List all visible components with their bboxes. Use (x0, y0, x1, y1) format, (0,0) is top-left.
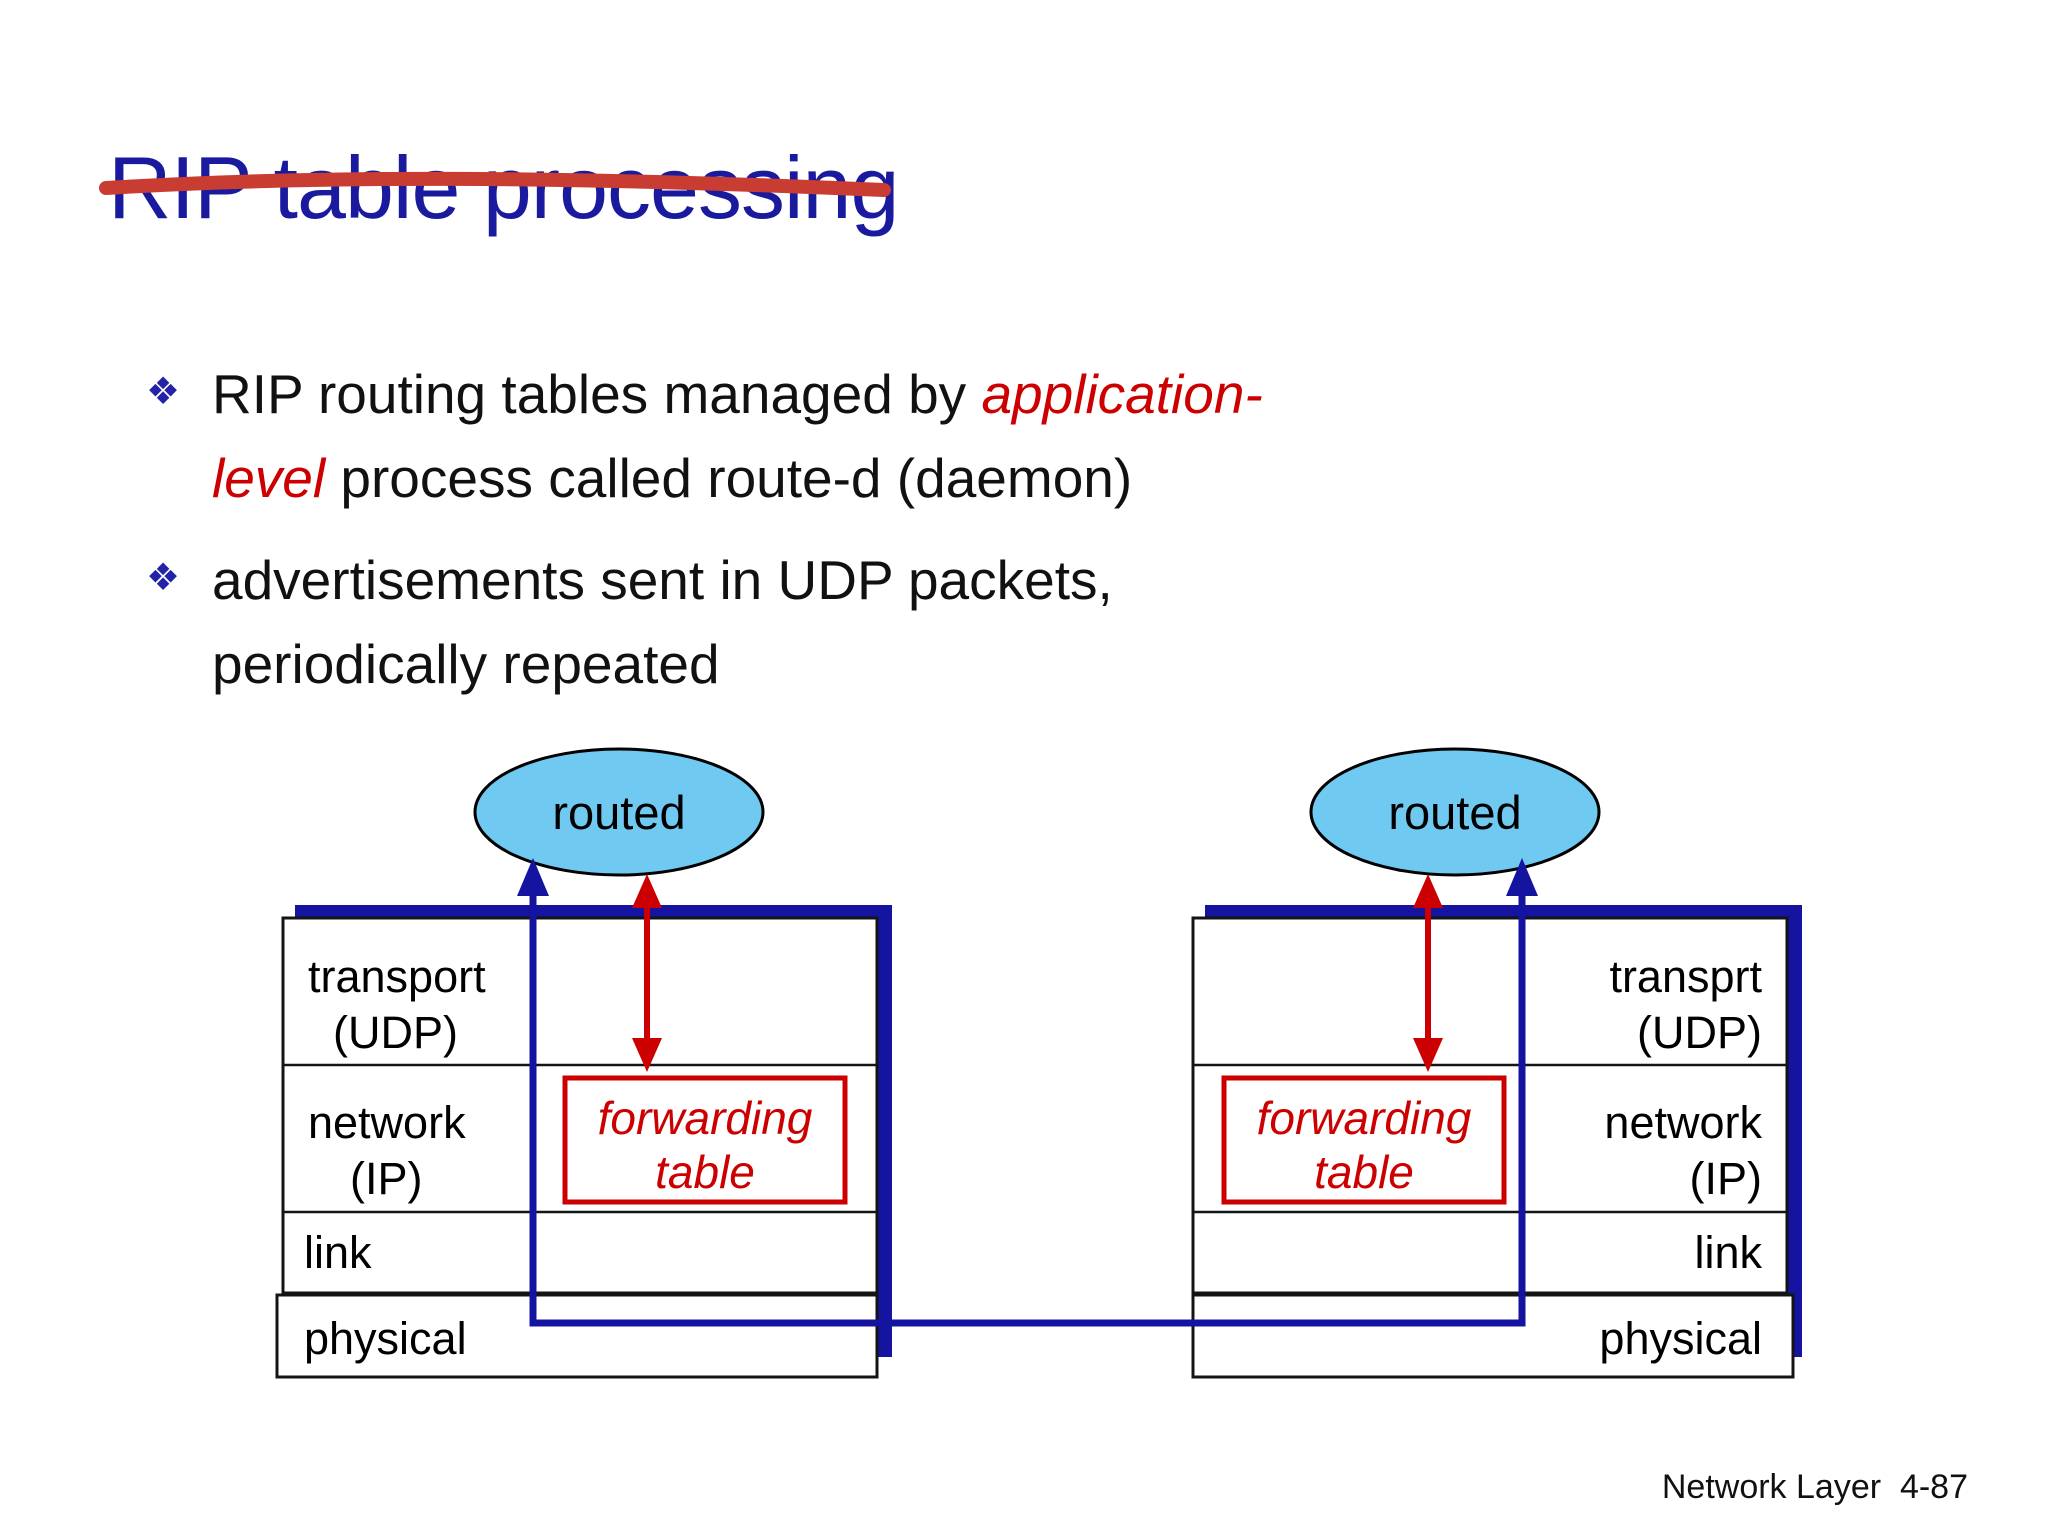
diamond-bullet-icon: ❖ (146, 557, 181, 599)
right-layer-ip-label: (IP) (1690, 1153, 1763, 1204)
bullet-2-line-1: advertisements sent in UDP packets, (212, 549, 1113, 611)
left-layer-physical-label: physical (304, 1313, 467, 1364)
left-forwarding-table-box (562, 1075, 848, 1205)
left-routed-label: routed (552, 786, 685, 839)
right-forwarding-table-label: forwarding (1257, 1092, 1472, 1144)
blue-udp-exchange-path (529, 874, 1526, 1327)
bullet-2-line-2: periodically repeated (212, 633, 720, 695)
up-arrowhead-icon (632, 874, 662, 908)
right-layer-physical-label: physical (1599, 1313, 1762, 1364)
right-layer-transport-label: transprt (1609, 951, 1762, 1002)
bullet-1-text: RIP routing tables managed by applicatio… (212, 352, 1263, 520)
bullet-1-segment-normal-1: RIP routing tables managed by (212, 363, 982, 425)
right-layer-link-label: link (1694, 1227, 1762, 1278)
left-layer-transport-label: transport (308, 951, 486, 1002)
right-layer-network-label: network (1604, 1097, 1762, 1148)
up-arrowhead-icon (1413, 874, 1443, 908)
left-layer-udp-label: (UDP) (333, 1007, 458, 1058)
bullet-item-2: ❖ advertisements sent in UDP packets, pe… (146, 538, 1566, 706)
down-arrowhead-icon (1413, 1038, 1443, 1072)
bullet-item-1: ❖ RIP routing tables managed by applicat… (146, 352, 1566, 520)
right-forwarding-table-label: table (1314, 1146, 1414, 1198)
left-layer-ip-label: (IP) (350, 1153, 423, 1204)
up-arrowhead-icon (1506, 858, 1538, 896)
right-layer-udp-label: (UDP) (1637, 1007, 1762, 1058)
right-routed-ellipse (1309, 747, 1601, 877)
left-physical-row (275, 1293, 879, 1379)
right-routed-label: routed (1388, 786, 1521, 839)
bullet-1-segment-normal-2: process called route-d (daemon) (325, 447, 1133, 509)
right-forwarding-table-box (1221, 1075, 1507, 1205)
bullet-1-segment-red-1: application- (981, 363, 1263, 425)
bullet-1-segment-red-2: level (212, 447, 326, 509)
left-forwarding-table-label: forwarding (598, 1092, 813, 1144)
bullet-2-text: advertisements sent in UDP packets, peri… (212, 538, 1113, 706)
left-routed-ellipse (473, 747, 765, 877)
left-layer-link-label: link (304, 1227, 372, 1278)
title-underline (99, 171, 891, 197)
up-arrowhead-icon (517, 858, 549, 896)
right-physical-row (1191, 1293, 1795, 1379)
left-forwarding-table-label: table (655, 1146, 755, 1198)
slide-footer-page-number: Network Layer 4-87 (1661, 1468, 1968, 1506)
left-layer-network-label: network (308, 1097, 466, 1148)
diamond-bullet-icon: ❖ (146, 371, 181, 413)
down-arrowhead-icon (632, 1038, 662, 1072)
